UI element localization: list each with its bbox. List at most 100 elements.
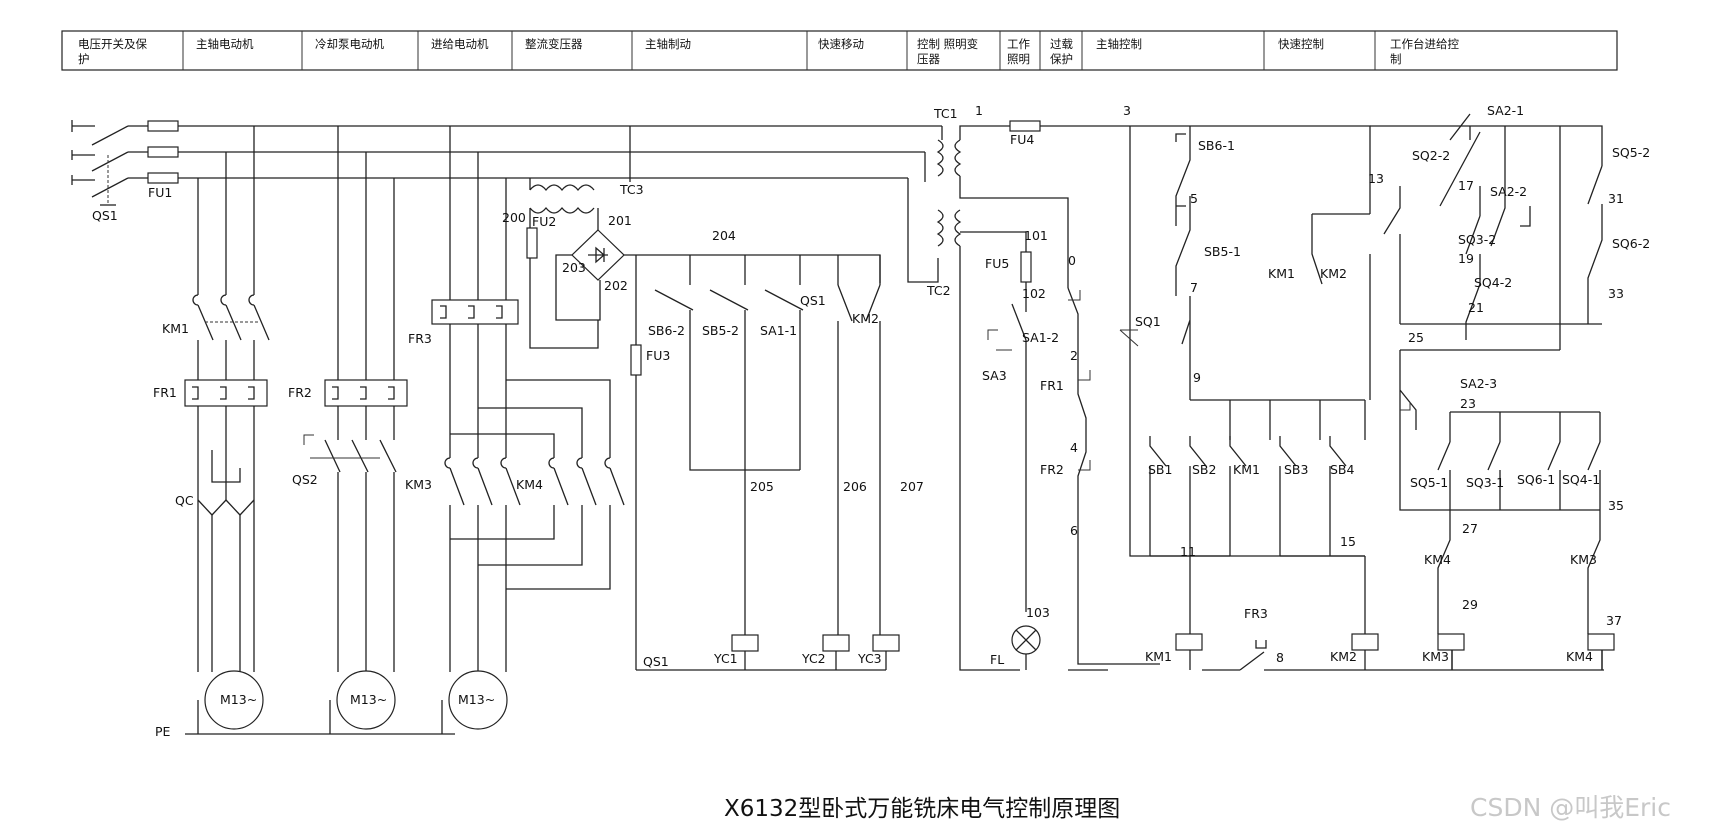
label-tc2: TC2: [926, 283, 951, 298]
header-control-transformer: 控制 照明变压器: [917, 37, 978, 66]
label-wire-202: 202: [604, 278, 628, 293]
header-spindle-motor: 主轴电动机: [196, 37, 254, 51]
header-spindle-control: 主轴控制: [1096, 37, 1142, 51]
label-pe: PE: [155, 724, 171, 739]
label-wire-203: 203: [562, 260, 586, 275]
header-overload: 过载保护: [1050, 37, 1073, 66]
label-tc1: TC1: [933, 106, 958, 121]
control-logic-circuit: [1067, 125, 1604, 671]
label-wire-19: 19: [1458, 251, 1474, 266]
label-qs2: QS2: [292, 472, 318, 487]
label-qs1-brake: QS1: [800, 293, 826, 308]
label-wire-33: 33: [1608, 286, 1624, 301]
label-motor-3: M13~: [458, 692, 495, 707]
label-km4: KM4: [516, 477, 543, 492]
label-wire-206: 206: [843, 479, 867, 494]
header-work-light: 工作照明: [1007, 37, 1030, 66]
label-wire-8: 8: [1276, 650, 1284, 665]
label-sb5-2: SB5-2: [702, 323, 739, 338]
label-km4-coil: KM4: [1566, 649, 1593, 664]
label-fu2: FU2: [532, 214, 556, 229]
watermark: CSDN @叫我Eric: [1470, 793, 1671, 822]
label-wire-7: 7: [1190, 280, 1198, 295]
component-labels: QS1 FU1 KM1 FR1 QC PE M13~ M13~ M13~ FR2…: [92, 103, 1650, 739]
label-km3: KM3: [405, 477, 432, 492]
label-wire-17: 17: [1458, 178, 1474, 193]
label-fr3: FR3: [408, 331, 432, 346]
label-yc1: YC1: [713, 651, 738, 666]
label-wire-3: 3: [1123, 103, 1131, 118]
label-wire-31: 31: [1608, 191, 1624, 206]
label-wire-204: 204: [712, 228, 736, 243]
label-fr1-contact: FR1: [1040, 378, 1064, 393]
label-sq5-1: SQ5-1: [1410, 475, 1448, 490]
label-km1: KM1: [162, 321, 189, 336]
label-sb5-1: SB5-1: [1204, 244, 1241, 259]
label-sq1: SQ1: [1135, 314, 1161, 329]
label-km2-interlock: KM2: [1320, 266, 1347, 281]
label-wire-4: 4: [1070, 440, 1078, 455]
label-wire-101: 101: [1024, 228, 1048, 243]
label-qs1-lower: QS1: [643, 654, 669, 669]
label-wire-6: 6: [1070, 523, 1078, 538]
label-wire-35: 35: [1608, 498, 1624, 513]
label-wire-1: 1: [975, 103, 983, 118]
label-wire-27: 27: [1462, 521, 1478, 536]
label-km1-contact: KM1: [1233, 462, 1260, 477]
label-sb6-1: SB6-1: [1198, 138, 1235, 153]
label-wire-207: 207: [900, 479, 924, 494]
header-rapid-control: 快速控制: [1278, 37, 1324, 51]
label-fu3: FU3: [646, 348, 670, 363]
label-wire-5: 5: [1190, 191, 1198, 206]
label-wire-0: 0: [1068, 253, 1076, 268]
label-wire-15: 15: [1340, 534, 1356, 549]
label-sb1: SB1: [1148, 462, 1172, 477]
label-fu4: FU4: [1010, 132, 1034, 147]
label-km3-contact: KM3: [1570, 552, 1597, 567]
label-sa1-1: SA1-1: [760, 323, 797, 338]
label-wire-25: 25: [1408, 330, 1424, 345]
header-rapid-move: 快速移动: [818, 37, 864, 51]
label-tc3: TC3: [619, 182, 644, 197]
label-wire-102: 102: [1022, 286, 1046, 301]
label-sq4-2: SQ4-2: [1474, 275, 1512, 290]
label-km2-coil: KM2: [1330, 649, 1357, 664]
diagram-title: X6132型卧式万能铣床电气控制原理图: [724, 796, 1120, 822]
label-qc: QC: [175, 493, 194, 508]
label-wire-201: 201: [608, 213, 632, 228]
label-sa2-1: SA2-1: [1487, 103, 1524, 118]
label-sa2-3: SA2-3: [1460, 376, 1497, 391]
label-sa2-2: SA2-2: [1490, 184, 1527, 199]
label-wire-2: 2: [1070, 348, 1078, 363]
feed-control-circuit: [1370, 113, 1615, 670]
label-fr2-contact: FR2: [1040, 462, 1064, 477]
label-sb6-2: SB6-2: [648, 323, 685, 338]
rectifier-brake-circuit: [526, 126, 900, 671]
label-km1-interlock: KM1: [1268, 266, 1295, 281]
label-sq3-2: SQ3-2: [1458, 232, 1496, 247]
label-fr3-contact: FR3: [1244, 606, 1268, 621]
label-sq6-2: SQ6-2: [1612, 236, 1650, 251]
label-wire-11: 11: [1180, 544, 1196, 559]
label-sb2: SB2: [1192, 462, 1216, 477]
label-sa1-2: SA1-2: [1022, 330, 1059, 345]
label-wire-9: 9: [1193, 370, 1201, 385]
label-yc2: YC2: [801, 651, 826, 666]
label-sa3: SA3: [982, 368, 1007, 383]
label-wire-103: 103: [1026, 605, 1050, 620]
label-sq3-1: SQ3-1: [1466, 475, 1504, 490]
header-feed-motor: 进给电动机: [431, 37, 489, 51]
label-fu5: FU5: [985, 256, 1009, 271]
label-wire-200: 200: [502, 210, 526, 225]
label-wire-29: 29: [1462, 597, 1478, 612]
label-wire-23: 23: [1460, 396, 1476, 411]
label-fr1: FR1: [153, 385, 177, 400]
label-wire-37: 37: [1606, 613, 1622, 628]
label-wire-205: 205: [750, 479, 774, 494]
label-km4-contact: KM4: [1424, 552, 1451, 567]
label-motor-1: M13~: [220, 692, 257, 707]
header-coolant-motor: 冷却泵电动机: [315, 37, 384, 51]
label-km3-coil: KM3: [1422, 649, 1449, 664]
label-km1-coil: KM1: [1145, 649, 1172, 664]
